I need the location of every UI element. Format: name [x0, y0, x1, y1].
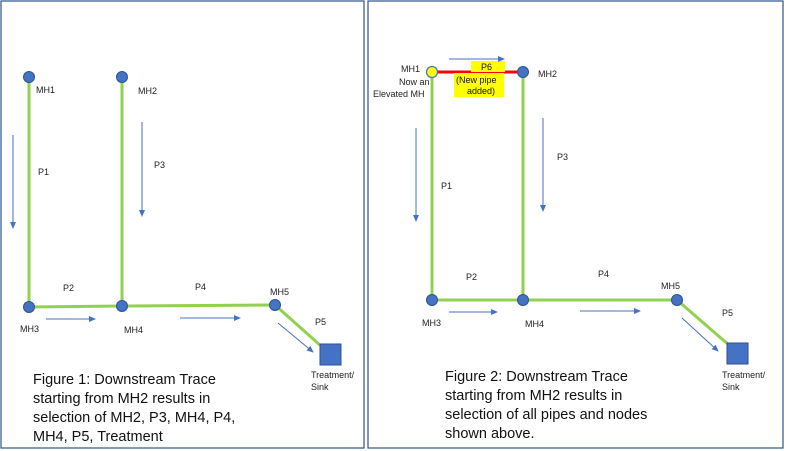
fig1-label-mh3: MH3: [20, 324, 39, 334]
fig2-label-p6-note-line2: added): [467, 86, 495, 96]
fig1-label-mh5: MH5: [270, 287, 289, 297]
figure1-frame: [0, 0, 365, 449]
fig2-caption-line3: selection of all pipes and nodes: [445, 407, 647, 423]
fig2-node-mh2: [517, 66, 529, 78]
fig1-node-mh4: [116, 300, 128, 312]
fig1-label-p3: P3: [154, 160, 165, 170]
figure2: MH1 Now an Elevated MH MH2 MH3 MH4 MH5 P…: [373, 56, 766, 442]
fig2-node-mh3: [426, 294, 438, 306]
fig2-label-p6-note-line1: (New pipe: [456, 75, 497, 85]
fig1-caption-line3: selection of MH2, P3, MH4, P4,: [33, 410, 235, 426]
fig1-node-mh5: [269, 299, 281, 311]
fig2-node-mh4: [517, 294, 529, 306]
fig1-label-sink-line2: Sink: [311, 382, 329, 392]
fig1-caption-line2: starting from MH2 results in: [33, 391, 210, 407]
fig2-label-sink-line1: Treatment/: [722, 370, 766, 380]
fig2-label-p3: P3: [557, 152, 568, 162]
fig2-label-elevated-line1: Now an: [399, 77, 430, 87]
fig1-label-p5: P5: [315, 317, 326, 327]
fig1-label-p2: P2: [63, 283, 74, 293]
fig2-caption-line1: Figure 2: Downstream Trace: [445, 369, 628, 385]
figure1: MH1 MH2 MH3 MH4 MH5 P1 P2 P3 P4 P5 Treat…: [10, 71, 355, 445]
fig1-node-mh2: [116, 71, 128, 83]
fig1-pipe-p4: [121, 303, 276, 308]
fig1-node-mh1: [23, 71, 35, 83]
fig1-label-sink-line1: Treatment/: [311, 370, 355, 380]
fig2-p6-highlight: [471, 61, 505, 72]
fig1-treatment-sink: [319, 343, 342, 366]
fig1-pipe-p2: [28, 304, 123, 309]
fig1-caption-line1: Figure 1: Downstream Trace: [33, 372, 216, 388]
figure2-frame: [367, 0, 784, 449]
fig2-flow-arrow-p5: [681, 317, 719, 352]
fig2-label-p6: P6: [481, 62, 492, 72]
fig2-label-mh4: MH4: [525, 319, 544, 329]
fig2-label-mh5: MH5: [661, 281, 680, 291]
fig2-label-mh3: MH3: [422, 318, 441, 328]
fig2-label-p5: P5: [722, 308, 733, 318]
fig2-caption-line4: shown above.: [445, 426, 534, 442]
fig2-label-mh1: MH1: [401, 64, 420, 74]
fig2-label-mh2: MH2: [538, 69, 557, 79]
fig2-p6-note-highlight: [454, 73, 504, 97]
fig2-label-p1: P1: [441, 181, 452, 191]
fig1-node-mh3: [23, 301, 35, 313]
fig2-label-sink-line2: Sink: [722, 382, 740, 392]
fig1-caption-line4: MH4, P5, Treatment: [33, 429, 163, 445]
fig1-label-mh1: MH1: [36, 85, 55, 95]
fig1-label-p1: P1: [38, 167, 49, 177]
fig1-label-p4: P4: [195, 282, 206, 292]
fig2-label-p4: P4: [598, 269, 609, 279]
fig1-label-mh4: MH4: [124, 325, 143, 335]
fig2-label-elevated-line2: Elevated MH: [373, 89, 425, 99]
fig2-caption-line2: starting from MH2 results in: [445, 388, 622, 404]
fig1-label-mh2: MH2: [138, 86, 157, 96]
fig2-node-mh5: [671, 294, 683, 306]
fig2-treatment-sink: [726, 342, 749, 365]
fig1-flow-arrow-p5: [277, 322, 314, 353]
fig2-label-p2: P2: [466, 272, 477, 282]
fig2-node-mh1-elevated: [425, 65, 439, 79]
